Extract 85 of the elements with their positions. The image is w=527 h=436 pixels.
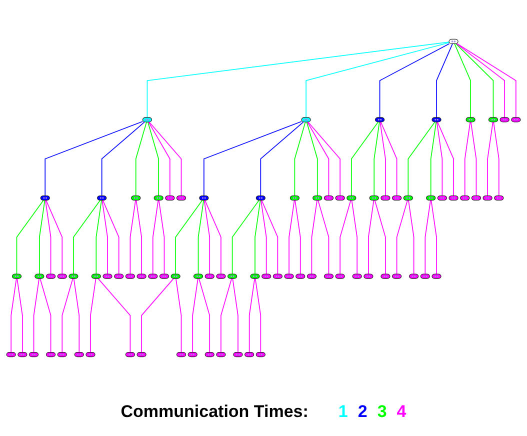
connector bbox=[351, 200, 358, 274]
connector bbox=[141, 278, 174, 353]
connector bbox=[374, 200, 386, 274]
connector bbox=[424, 200, 431, 274]
connector bbox=[396, 200, 408, 274]
connector bbox=[380, 122, 398, 196]
connector bbox=[220, 278, 232, 353]
connector bbox=[73, 200, 101, 274]
connector bbox=[306, 122, 330, 196]
connector bbox=[192, 278, 198, 353]
connector bbox=[148, 122, 170, 196]
connector bbox=[260, 200, 267, 274]
connector bbox=[455, 43, 494, 118]
connector bbox=[204, 121, 302, 196]
connector bbox=[101, 122, 146, 196]
connector bbox=[16, 278, 23, 353]
connector bbox=[470, 122, 477, 196]
connector bbox=[308, 122, 340, 196]
connector bbox=[306, 122, 318, 196]
connector bbox=[306, 42, 450, 118]
connector bbox=[254, 278, 262, 353]
connector bbox=[102, 200, 120, 274]
connector bbox=[148, 122, 182, 196]
connector bbox=[464, 122, 471, 196]
connector bbox=[146, 42, 450, 118]
connector bbox=[136, 200, 142, 274]
legend-entry: 2 bbox=[358, 402, 368, 422]
connector bbox=[62, 278, 74, 353]
connector bbox=[16, 200, 44, 274]
connector bbox=[430, 122, 437, 196]
legend-entry: 1 bbox=[338, 402, 348, 422]
connector bbox=[374, 122, 380, 196]
connector bbox=[135, 122, 147, 196]
connector bbox=[73, 278, 80, 353]
connector bbox=[430, 200, 437, 274]
connector bbox=[39, 200, 46, 274]
connector bbox=[487, 122, 494, 196]
connector bbox=[232, 200, 260, 274]
connector bbox=[294, 122, 306, 196]
connector bbox=[260, 122, 304, 196]
connector bbox=[436, 43, 453, 118]
connector bbox=[10, 278, 17, 353]
connector bbox=[379, 43, 450, 118]
connector bbox=[248, 278, 256, 353]
connector bbox=[175, 200, 203, 274]
connector bbox=[380, 122, 386, 196]
connector bbox=[368, 200, 374, 274]
connector bbox=[44, 121, 144, 196]
connector bbox=[254, 200, 261, 274]
connector bbox=[102, 200, 108, 274]
connector bbox=[351, 122, 379, 196]
connector bbox=[130, 200, 136, 274]
legend-title: Communication Times: bbox=[120, 402, 308, 422]
legend-entry: 4 bbox=[396, 402, 406, 422]
connector bbox=[340, 200, 352, 274]
connector bbox=[204, 200, 210, 274]
connector bbox=[454, 43, 471, 118]
connector bbox=[175, 278, 182, 353]
connector bbox=[198, 278, 210, 353]
connector bbox=[96, 200, 102, 274]
connector bbox=[147, 122, 159, 196]
connector bbox=[456, 43, 516, 118]
connector bbox=[45, 200, 52, 274]
connector bbox=[198, 200, 204, 274]
connector bbox=[232, 278, 238, 353]
connector bbox=[437, 122, 454, 196]
connector bbox=[46, 200, 63, 274]
connector bbox=[436, 122, 443, 196]
legend-entry: 3 bbox=[377, 402, 387, 422]
connector bbox=[408, 122, 436, 196]
connector bbox=[311, 200, 318, 274]
connector bbox=[493, 122, 500, 196]
connector bbox=[152, 200, 159, 274]
connector bbox=[90, 278, 96, 353]
connector bbox=[261, 200, 278, 274]
connector bbox=[408, 200, 414, 274]
connector bbox=[33, 278, 40, 353]
connector bbox=[294, 200, 301, 274]
connector bbox=[204, 200, 222, 274]
connector bbox=[98, 278, 131, 353]
connector bbox=[40, 278, 52, 353]
connector bbox=[456, 43, 505, 118]
connector bbox=[158, 200, 165, 274]
connector bbox=[288, 200, 295, 274]
connector bbox=[318, 200, 330, 274]
